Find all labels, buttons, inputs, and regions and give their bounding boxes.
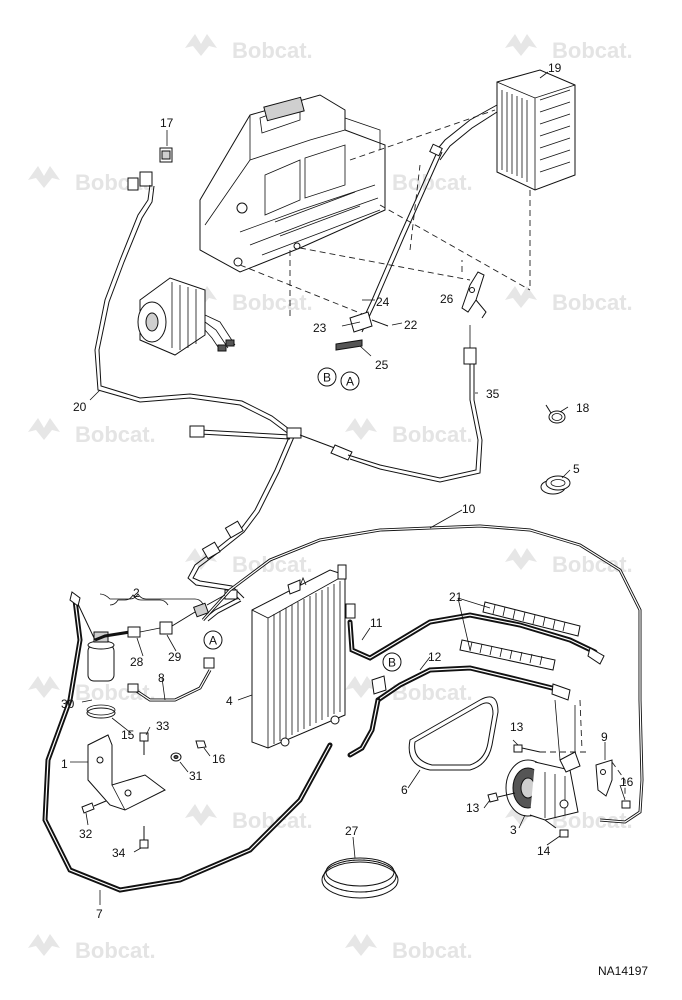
connector-label: A [346,375,354,389]
watermark-text: Bobcat. [552,290,633,315]
switch-fittings-2 [77,593,226,642]
watermark-text: Bobcat. [75,422,156,447]
callout-29: 29 [168,650,182,664]
discharge-hose-7 [42,591,333,893]
switch-bracket [461,271,487,319]
discharge-hose-12 [347,665,571,758]
watermark: Bobcat. [505,548,633,577]
callout-26: 26 [440,292,454,306]
callout-35: 35 [486,387,500,401]
connector-markers: B A A B [203,367,402,672]
evaporator-core [434,69,576,191]
hvac-housing [199,94,386,273]
callout-23: 23 [313,321,327,335]
connector-label: B [388,656,396,670]
callout-6: 6 [401,783,408,797]
callout-24: 24 [376,295,390,309]
blower-motor [137,277,236,356]
callout-20: 20 [73,400,87,414]
watermark-text: Bobcat. [232,38,313,63]
callout-labels: 1 2 3 4 5 6 7 8 9 10 11 12 13 13 14 15 1… [61,61,634,921]
callout-28: 28 [130,655,144,669]
watermark: Bobcat. [28,934,156,963]
callout-21: 21 [449,590,463,604]
callout-5: 5 [573,462,580,476]
leader-lines [70,71,626,905]
hose-clamp-5 [540,475,571,495]
callout-31: 31 [189,769,203,783]
callout-11: 11 [370,616,383,630]
callout-27: 27 [345,824,359,838]
callout-19: 19 [548,61,562,75]
drive-belt [408,696,499,771]
watermark: Bobcat. [185,34,313,63]
callout-13-upper: 13 [510,720,524,734]
connector-label: B [323,371,331,385]
hose-sleeves-21 [459,601,581,671]
wire-harness-35 [347,325,483,483]
watermark: Bobcat. [345,418,473,447]
wire-harness-20 [187,425,353,622]
callout-7: 7 [96,907,103,921]
drain-tube-coil [321,857,399,899]
callout-25: 25 [375,358,389,372]
connector-b-lower: B [382,652,402,672]
watermark-text: Bobcat. [232,290,313,315]
callout-13-lower: 13 [466,801,480,815]
compressor-fasteners [487,744,631,838]
receiver-drier [86,631,116,719]
watermark-text: Bobcat. [552,552,633,577]
callout-15: 15 [121,728,135,742]
callout-30: 30 [61,697,75,711]
callout-33: 33 [156,719,170,733]
hose-clamp-18 [545,404,566,424]
compressor [505,699,583,821]
harness-connector-17 [94,130,294,436]
callout-3: 3 [510,823,517,837]
callout-32: 32 [79,827,93,841]
callout-16-right: 16 [620,775,634,789]
callout-14: 14 [537,844,551,858]
watermark-text: Bobcat. [75,938,156,963]
figure-number: NA14197 [598,964,648,978]
callout-12: 12 [428,650,442,664]
callout-22: 22 [404,318,418,332]
watermark: Bobcat. [505,286,633,315]
callout-17: 17 [160,116,174,130]
watermark: Bobcat. [505,34,633,63]
watermark-text: Bobcat. [552,38,633,63]
watermark-text: Bobcat. [392,938,473,963]
callout-10: 10 [462,502,476,516]
watermark: Bobcat. [345,934,473,963]
connector-label: A [209,634,217,648]
condenser [251,564,347,749]
callout-16-left: 16 [212,752,226,766]
drier-bracket [87,734,166,811]
callout-34: 34 [112,846,126,860]
thermostat-switch [335,143,443,357]
connector-a-lower: A [203,630,223,650]
watermark-text: Bobcat. [232,552,313,577]
callout-18: 18 [576,401,590,415]
callout-9: 9 [601,730,608,744]
connector-b-upper: B [317,367,337,387]
callout-1: 1 [61,757,68,771]
assembly-guide-lines [239,109,531,320]
watermark-text: Bobcat. [392,422,473,447]
watermark: Bobcat. [28,418,156,447]
connector-a-upper: A [340,371,360,391]
hose-8 [127,657,215,702]
callout-4: 4 [226,694,233,708]
callout-8: 8 [158,671,165,685]
liquid-line-10 [201,524,644,824]
suction-hose-11 [345,603,605,665]
callout-2: 2 [133,586,140,600]
